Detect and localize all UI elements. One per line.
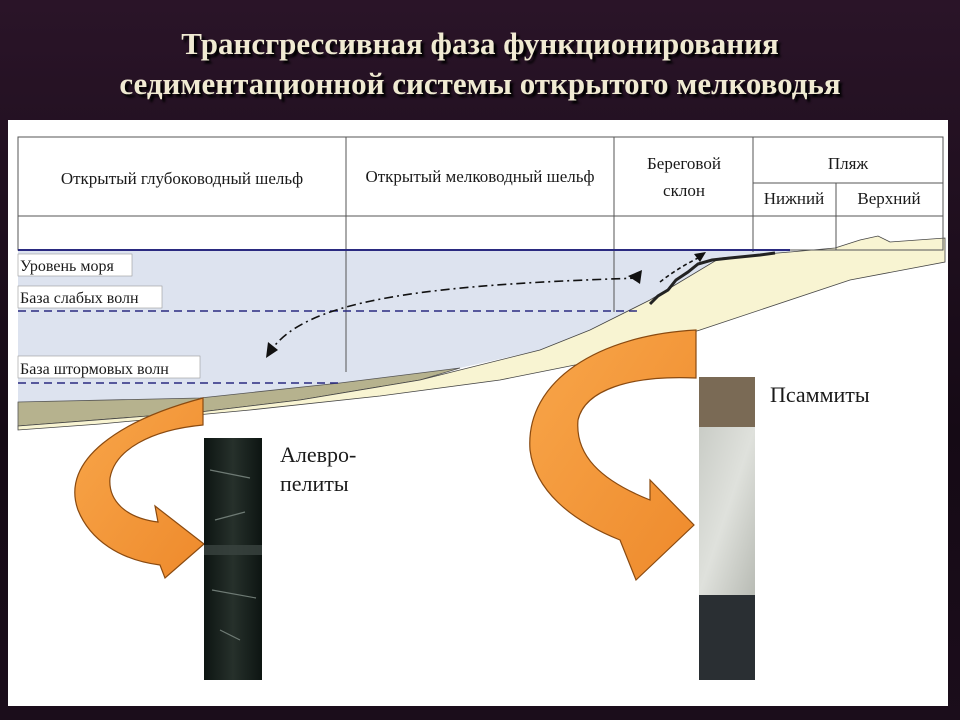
water-body xyxy=(18,250,790,402)
transport-arrowhead-right xyxy=(628,270,642,284)
psammite-core-bottom xyxy=(699,595,755,680)
zone-shallow-shelf: Открытый мелководный шельф xyxy=(365,167,594,186)
swash-arrowhead xyxy=(694,252,706,262)
mud-sampling-arrow xyxy=(74,397,205,580)
aleuropelite-caption-2: пелиты xyxy=(280,471,349,496)
weak-wave-base-label: База слабых волн xyxy=(20,290,139,307)
zone-deep-shelf: Открытый глубоководный шельф xyxy=(61,169,303,188)
aleuropelite-caption-1: Алевро- xyxy=(280,442,356,467)
sand-wedge xyxy=(17,235,946,431)
sea-level-label: Уровень моря xyxy=(20,258,114,275)
aleuropelite-core-sample xyxy=(204,438,262,680)
zone-beach-upper: Верхний xyxy=(857,189,920,208)
sediment-transport-path xyxy=(267,277,641,356)
title-line-2: седиментационной системы открытого мелко… xyxy=(119,66,841,101)
shore-deposit xyxy=(648,251,776,306)
psammite-core-middle xyxy=(699,427,755,595)
aleuropelite-core-streaks xyxy=(209,469,257,641)
psammite-caption: Псаммиты xyxy=(770,382,870,407)
slide-title: Трансгрессивная фаза функционирования се… xyxy=(0,24,960,104)
zone-coastal-slope-1: Береговой xyxy=(647,154,721,173)
zone-coastal-slope-2: склон xyxy=(663,181,705,200)
sand-sampling-arrow xyxy=(529,329,697,582)
transport-arrowhead-left xyxy=(266,342,278,358)
aleuropelite-core-band xyxy=(204,545,262,555)
psammite-core-top xyxy=(699,377,755,427)
storm-wave-base-label: База штормовых волн xyxy=(20,361,169,378)
zone-beach-lower: Нижний xyxy=(764,189,824,208)
sea-level-label-box xyxy=(17,253,133,277)
weak-wave-label-box xyxy=(17,285,163,309)
zone-beach: Пляж xyxy=(828,154,869,173)
storm-wave-label-box xyxy=(17,355,201,379)
title-line-1: Трансгрессивная фаза функционирования xyxy=(181,26,779,61)
